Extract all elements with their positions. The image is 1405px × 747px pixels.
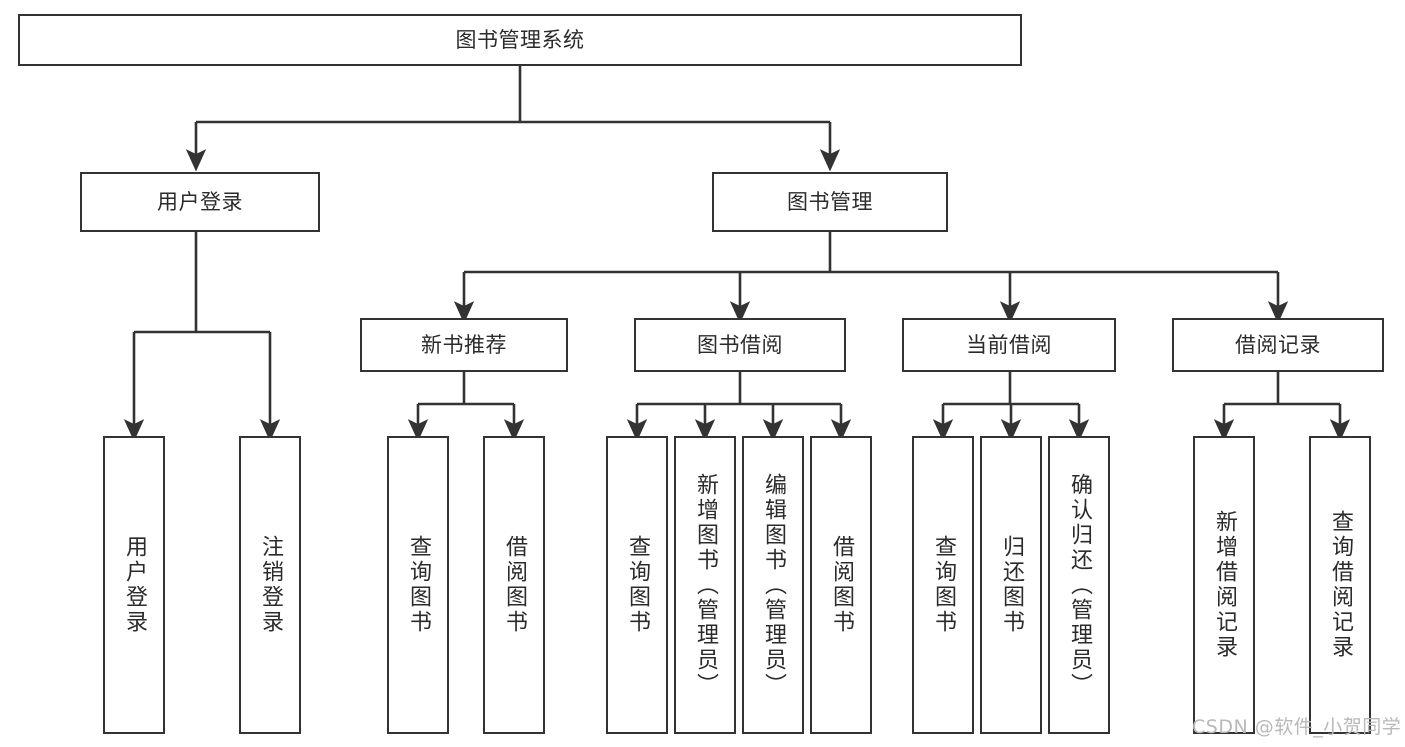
- node-root-book-management-system[interactable]: 图书管理系统: [18, 14, 1022, 66]
- node-book-borrow[interactable]: 图书借阅: [634, 318, 846, 372]
- node-label: 确认归还（管理员）: [1066, 472, 1092, 698]
- node-new-book-recommend[interactable]: 新书推荐: [360, 318, 568, 372]
- leaf-borrow-record-add-record[interactable]: 新增借阅记录: [1193, 436, 1255, 734]
- node-label: 查询图书: [624, 535, 650, 635]
- leaf-book-borrow-query-book[interactable]: 查询图书: [606, 436, 668, 734]
- node-label: 图书管理: [787, 189, 873, 214]
- node-borrow-record[interactable]: 借阅记录: [1172, 318, 1384, 372]
- leaf-book-borrow-edit-book-admin[interactable]: 编辑图书（管理员）: [742, 436, 804, 734]
- node-label: 查询图书: [405, 535, 431, 635]
- node-label: 查询图书: [930, 535, 956, 635]
- leaf-book-borrow-borrow-book[interactable]: 借阅图书: [810, 436, 872, 734]
- node-label: 归还图书: [998, 535, 1024, 635]
- node-label: 新增借阅记录: [1211, 510, 1237, 660]
- node-label: 借阅图书: [828, 535, 854, 635]
- node-label: 新增图书（管理员）: [692, 472, 718, 698]
- node-label: 借阅记录: [1235, 332, 1321, 357]
- leaf-new-book-borrow-book[interactable]: 借阅图书: [483, 436, 545, 734]
- node-label: 用户登录: [157, 189, 243, 214]
- node-label: 新书推荐: [421, 332, 507, 357]
- leaf-user-login-logout[interactable]: 注销登录: [239, 436, 301, 734]
- node-label: 用户登录: [121, 535, 147, 635]
- node-label: 查询借阅记录: [1327, 510, 1353, 660]
- leaf-book-borrow-add-book-admin[interactable]: 新增图书（管理员）: [674, 436, 736, 734]
- node-user-login[interactable]: 用户登录: [80, 172, 320, 232]
- node-current-borrow[interactable]: 当前借阅: [902, 318, 1116, 372]
- leaf-current-borrow-query-book[interactable]: 查询图书: [912, 436, 974, 734]
- node-label: 编辑图书（管理员）: [760, 472, 786, 698]
- leaf-current-borrow-confirm-return-admin[interactable]: 确认归还（管理员）: [1048, 436, 1110, 734]
- node-book-management[interactable]: 图书管理: [712, 172, 948, 232]
- leaf-user-login-login[interactable]: 用户登录: [103, 436, 165, 734]
- csdn-watermark: CSDN @软件_小贺同学: [1192, 712, 1401, 739]
- node-label: 图书借阅: [697, 332, 783, 357]
- leaf-borrow-record-query-record[interactable]: 查询借阅记录: [1309, 436, 1371, 734]
- watermark-text: CSDN @软件_小贺同学: [1192, 716, 1402, 738]
- node-label: 注销登录: [257, 535, 283, 635]
- leaf-current-borrow-return-book[interactable]: 归还图书: [980, 436, 1042, 734]
- node-label: 图书管理系统: [455, 27, 585, 52]
- node-label: 当前借阅: [966, 332, 1052, 357]
- node-label: 借阅图书: [501, 535, 527, 635]
- leaf-new-book-query-book[interactable]: 查询图书: [387, 436, 449, 734]
